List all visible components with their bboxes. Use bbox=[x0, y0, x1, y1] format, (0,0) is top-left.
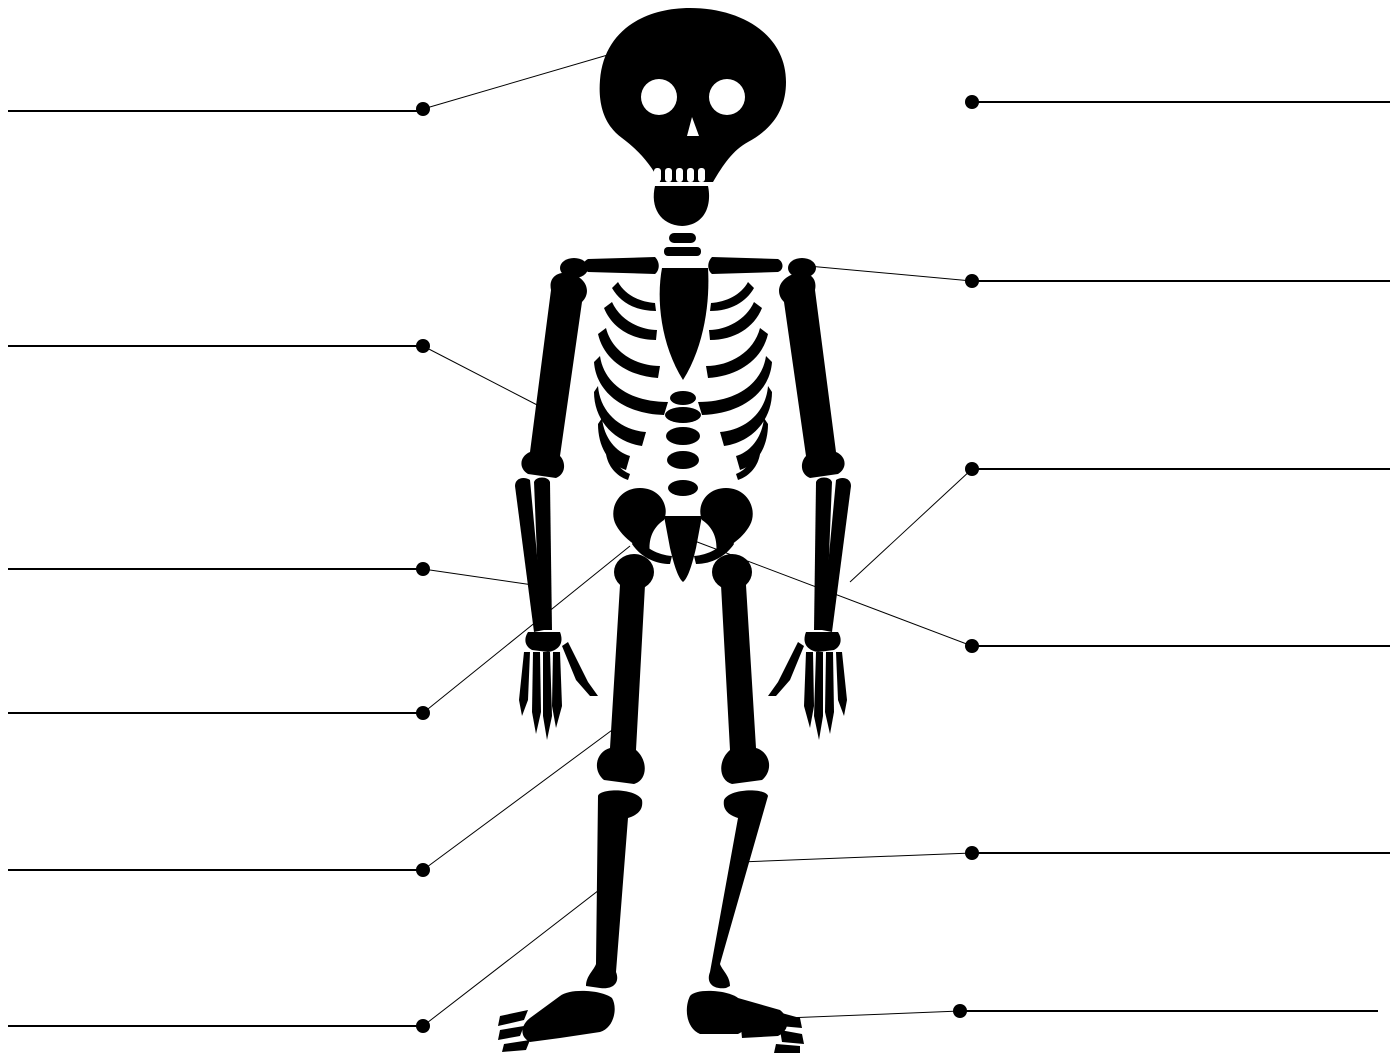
pointer-shoulder bbox=[808, 266, 972, 281]
dot bbox=[965, 274, 979, 288]
dot bbox=[953, 1004, 967, 1018]
dot bbox=[416, 562, 430, 576]
dot bbox=[965, 95, 979, 109]
left-leg bbox=[498, 554, 654, 1052]
pointer-radius bbox=[423, 569, 540, 586]
skeleton-figure bbox=[498, 8, 851, 1053]
answer-lines bbox=[8, 102, 1390, 1026]
dot bbox=[965, 462, 979, 476]
pointer-ulna bbox=[850, 469, 972, 582]
skull bbox=[600, 8, 786, 226]
pointer-humerus bbox=[423, 346, 543, 408]
pointer-foot bbox=[786, 1011, 960, 1018]
dot bbox=[965, 639, 979, 653]
dot bbox=[965, 846, 979, 860]
right-leg bbox=[687, 554, 804, 1053]
dot bbox=[416, 339, 430, 353]
dot bbox=[416, 863, 430, 877]
pointer-fibula bbox=[740, 853, 972, 862]
dot bbox=[416, 102, 430, 116]
dot bbox=[416, 1019, 430, 1033]
pointer-femur bbox=[423, 722, 623, 870]
dot bbox=[416, 706, 430, 720]
pointer-dots bbox=[416, 95, 979, 1033]
